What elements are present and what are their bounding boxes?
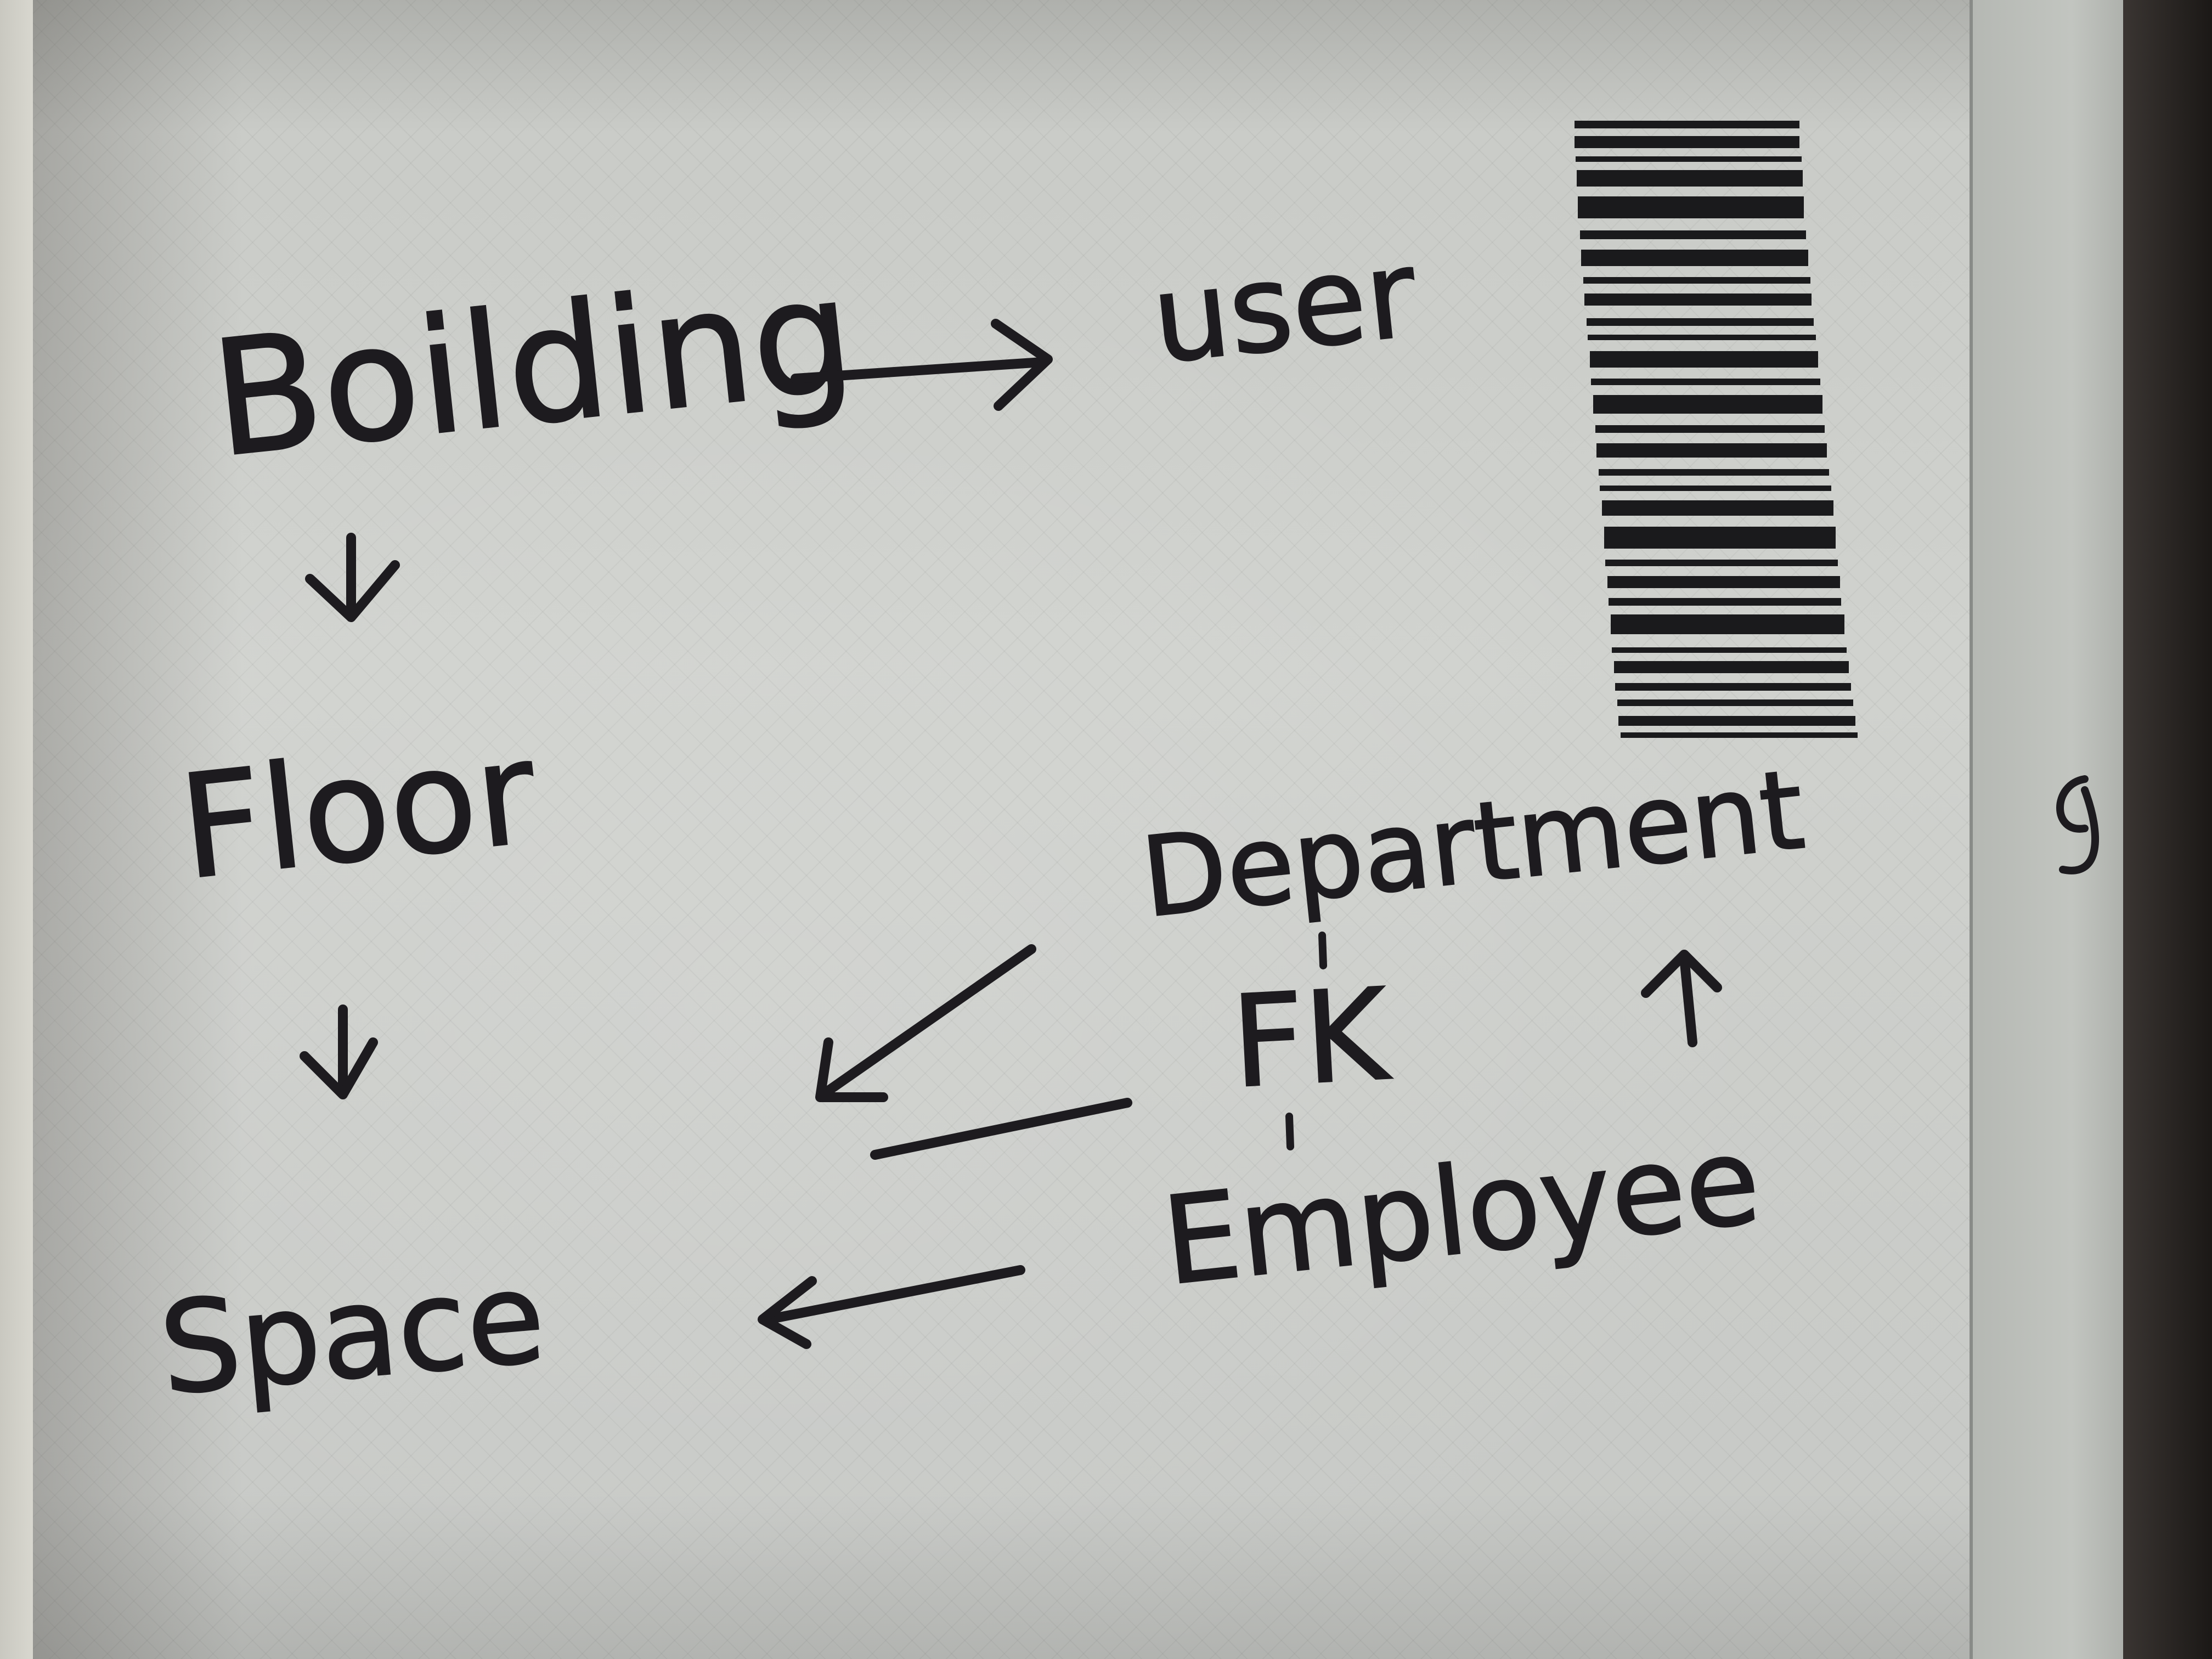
barcode-bar xyxy=(1576,156,1802,162)
background-edge xyxy=(2123,0,2212,1659)
barcode-bar xyxy=(1581,250,1808,266)
arrow-up-icon xyxy=(1641,950,1722,1047)
barcode-bar xyxy=(1621,732,1858,738)
barcode-bar xyxy=(1590,351,1818,368)
barcode-bar xyxy=(1618,716,1855,726)
arrow-left-icon xyxy=(758,1265,1025,1349)
barcode-bar xyxy=(1575,136,1799,148)
barcode-bar xyxy=(1611,614,1844,634)
barcode-bar xyxy=(1596,443,1827,458)
arrow-right-icon xyxy=(791,319,1053,411)
barcode-bar xyxy=(1615,683,1851,691)
fk-label: FK xyxy=(1228,962,1394,1116)
floor-label: Floor xyxy=(173,709,545,911)
next-page-edge xyxy=(1970,0,2137,1659)
barcode-bar xyxy=(1577,170,1803,187)
barcode-bar xyxy=(1595,425,1825,433)
barcode-bar xyxy=(1588,335,1816,340)
barcode-bar xyxy=(1584,294,1812,306)
barcode xyxy=(1575,121,1858,738)
barcode-bar xyxy=(1614,661,1849,673)
partial-writing-mark xyxy=(2056,775,2099,874)
user-label: user xyxy=(1146,223,1423,391)
barcode-bar xyxy=(1605,560,1838,566)
notebook-page xyxy=(33,0,2134,1659)
barcode-bar xyxy=(1617,699,1853,706)
barcode-bar xyxy=(1583,277,1810,284)
barcode-bar xyxy=(1607,576,1840,588)
arrow-down-left-icon xyxy=(815,944,1036,1102)
dash-mark xyxy=(1318,932,1327,969)
barcode-bar xyxy=(1575,121,1799,128)
fk-connector-line xyxy=(870,1098,1132,1160)
space-label: Space xyxy=(155,1244,551,1424)
barcode-bar xyxy=(1604,527,1836,549)
arrow-down-icon xyxy=(300,1005,378,1099)
barcode-bar xyxy=(1609,598,1841,606)
barcode-bar xyxy=(1587,318,1814,326)
arrow-down-icon xyxy=(305,533,400,622)
barcode-bar xyxy=(1600,486,1831,491)
department-label: Department xyxy=(1136,746,1810,943)
dash-mark xyxy=(1285,1113,1294,1150)
employee-label: Employee xyxy=(1157,1110,1766,1312)
barcode-bar xyxy=(1612,647,1847,653)
barcode-bar xyxy=(1599,469,1829,476)
building-label: Boilding xyxy=(204,242,862,493)
barcode-bar xyxy=(1580,230,1806,239)
page-shadow xyxy=(33,0,2134,1659)
barcode-bar xyxy=(1578,196,1804,218)
barcode-bar xyxy=(1602,500,1833,516)
page-texture xyxy=(33,0,2134,1659)
barcode-bar xyxy=(1591,379,1820,385)
barcode-bar xyxy=(1593,395,1822,414)
